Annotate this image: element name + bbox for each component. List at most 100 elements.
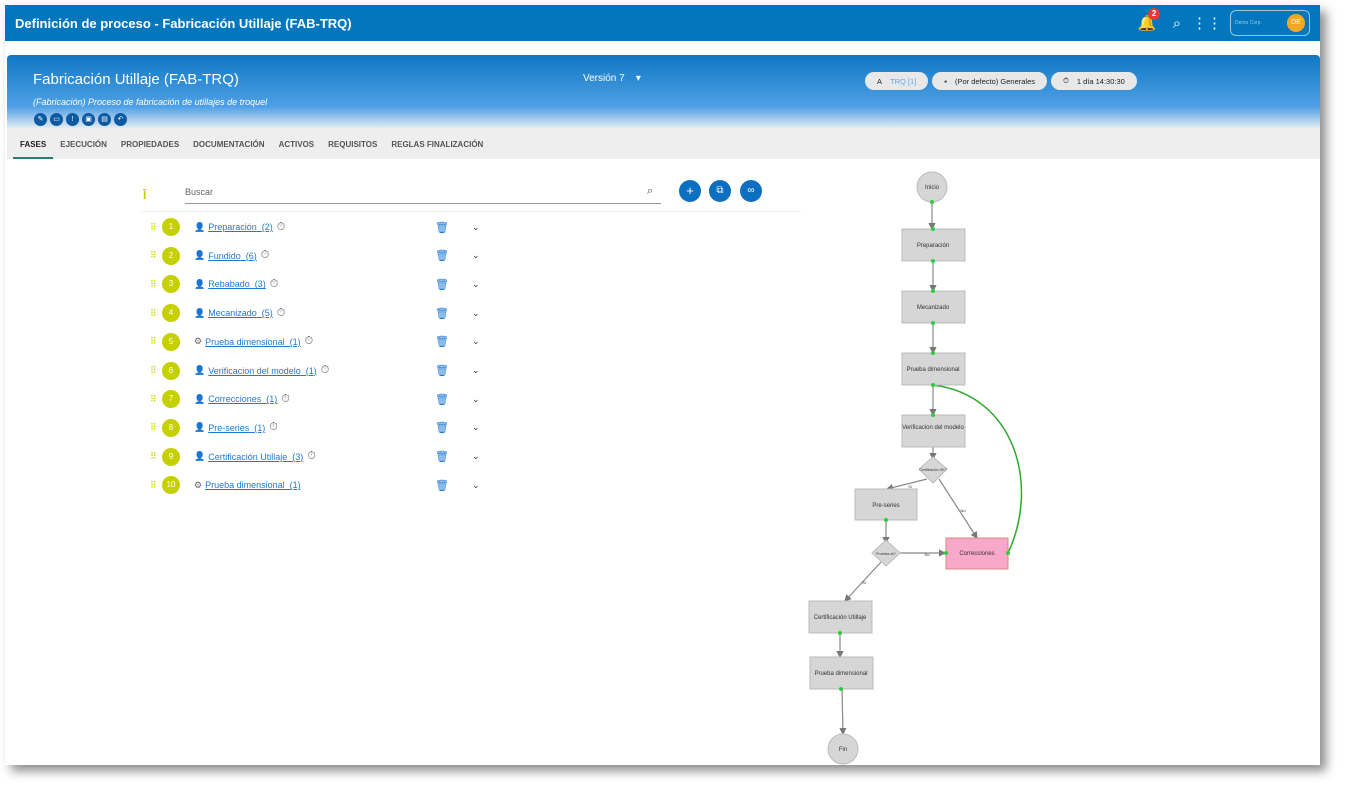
- tab-documentacion[interactable]: DOCUMENTACIÓN: [193, 140, 265, 149]
- phase-link[interactable]: Certificación Utillaje (3): [208, 452, 303, 462]
- flow-node[interactable]: [808, 600, 873, 634]
- drag-handle-icon[interactable]: ⠿: [150, 336, 157, 347]
- phase-link[interactable]: Fundido (6): [208, 251, 257, 261]
- phase-link[interactable]: Mecanizado (5): [208, 308, 273, 318]
- delete-icon[interactable]: 🗑: [435, 336, 449, 349]
- drag-handle-icon[interactable]: ⠿: [150, 307, 157, 318]
- copy-button[interactable]: ⧉: [709, 180, 731, 202]
- chevron-down-icon[interactable]: ⌄: [472, 393, 480, 404]
- delete-icon[interactable]: 🗑: [435, 451, 449, 464]
- avatar[interactable]: DE: [1287, 14, 1305, 32]
- delete-icon[interactable]: 🗑: [435, 221, 449, 234]
- phase-row: ⠿ 7 👤 Correcciones (1) ⏱ 🗑 ⌄: [150, 387, 490, 411]
- chat-icon[interactable]: ▤: [98, 113, 111, 126]
- phase-link[interactable]: Prueba dimensional (1): [205, 480, 301, 490]
- duration-chip[interactable]: ⏱1 día 14:30:30: [1051, 72, 1137, 90]
- delete-icon[interactable]: 🗑: [435, 307, 449, 320]
- add-phase-button[interactable]: +: [679, 180, 701, 202]
- flow-node[interactable]: [809, 656, 874, 690]
- end-node[interactable]: [827, 733, 859, 765]
- drag-handle-icon[interactable]: ⠿: [150, 221, 157, 232]
- delete-icon[interactable]: 🗑: [435, 250, 449, 263]
- phase-name: Rebabado: [208, 279, 250, 290]
- category-chip[interactable]: ▪(Por defecto) Generales: [932, 72, 1047, 90]
- phase-link[interactable]: Prueba dimensional (1): [205, 337, 301, 347]
- version-select[interactable]: Versión 7 ▾: [583, 73, 641, 84]
- notifications-bell-icon[interactable]: 🔔2: [1132, 8, 1162, 32]
- chevron-down-icon[interactable]: ⌄: [472, 250, 480, 261]
- flow-node[interactable]: [901, 352, 966, 386]
- id-card-icon[interactable]: ▣: [82, 113, 95, 126]
- phase-number: 9: [162, 447, 180, 466]
- page-subtitle: (Fabricación) Proceso de fabricación de …: [33, 97, 268, 107]
- phase-link[interactable]: Correcciones (1): [208, 394, 277, 404]
- chip-a-label: A: [877, 76, 883, 86]
- flow-node[interactable]: [901, 228, 966, 262]
- search-icon[interactable]: ⌕: [647, 185, 654, 197]
- reply-icon[interactable]: ↶: [114, 113, 127, 126]
- end-label: Fin: [839, 747, 847, 753]
- stopwatch-icon: ⏱: [276, 306, 286, 319]
- search-icon[interactable]: ⌕: [1172, 14, 1182, 32]
- delete-icon[interactable]: 🗑: [435, 278, 449, 291]
- tab-fases[interactable]: FASES: [13, 129, 54, 159]
- phase-number: 1: [162, 218, 180, 236]
- start-node[interactable]: [916, 171, 948, 203]
- edit-icon[interactable]: ✎: [34, 113, 47, 126]
- person-icon: 👤: [194, 422, 206, 433]
- person-icon: 👤: [194, 278, 206, 289]
- drag-handle-icon[interactable]: ⠿: [150, 451, 157, 462]
- flow-node[interactable]: [901, 414, 966, 448]
- text-cursor-icon[interactable]: Ī: [143, 188, 147, 202]
- flow-edge: [885, 478, 928, 492]
- drag-handle-icon[interactable]: ⠿: [150, 278, 157, 289]
- apps-grid-icon[interactable]: ⋮⋮: [1192, 15, 1222, 32]
- delete-icon[interactable]: 🗑: [435, 365, 449, 377]
- decision-node[interactable]: [918, 456, 948, 484]
- decision-node[interactable]: [871, 539, 901, 567]
- drag-handle-icon[interactable]: ⠿: [150, 365, 157, 375]
- search-input[interactable]: Buscar: [185, 180, 661, 204]
- flow-node-label: Preparación: [917, 243, 949, 249]
- chevron-down-icon[interactable]: ⌄: [472, 278, 480, 289]
- phase-count: (1): [289, 336, 301, 347]
- tab-propiedades[interactable]: PROPIEDADES: [120, 140, 180, 149]
- edge-label: Si: [862, 580, 866, 585]
- tab-ejecucion[interactable]: EJECUCIÓN: [60, 140, 107, 149]
- chevron-down-icon[interactable]: ⌄: [472, 422, 480, 433]
- flow-node[interactable]: [901, 290, 966, 324]
- link-button[interactable]: ∞: [740, 180, 762, 202]
- phase-link[interactable]: Rebabado (3): [208, 279, 266, 289]
- chevron-down-icon[interactable]: ⌄: [472, 365, 480, 375]
- tab-requisitos[interactable]: REQUISITOS: [328, 140, 378, 149]
- drag-handle-icon[interactable]: ⠿: [150, 393, 157, 404]
- drag-handle-icon[interactable]: ⠿: [150, 422, 157, 433]
- chevron-down-icon[interactable]: ⌄: [472, 479, 480, 490]
- delete-icon[interactable]: 🗑: [435, 479, 449, 492]
- delete-icon[interactable]: 🗑: [435, 422, 449, 435]
- phase-link[interactable]: Preparación (2): [208, 222, 273, 232]
- tab-activos[interactable]: ACTIVOS: [278, 140, 315, 149]
- comment-icon[interactable]: !: [66, 113, 79, 126]
- stopwatch-icon: ⏱: [276, 220, 286, 233]
- phase-link[interactable]: Verificacion del modelo (1): [208, 366, 317, 376]
- drag-handle-icon[interactable]: ⠿: [150, 479, 157, 490]
- chevron-down-icon[interactable]: ⌄: [472, 221, 480, 232]
- monitor-icon[interactable]: ▭: [50, 113, 63, 126]
- flow-node[interactable]: [854, 488, 918, 521]
- phase-row: ⠿ 6 👤 Verificacion del modelo (1) ⏱ 🗑 ⌄: [150, 359, 490, 383]
- tab-reglas-finalizacion[interactable]: REGLAS FINALIZACIÓN: [391, 140, 484, 149]
- flow-node-label: Mecanizado: [917, 305, 950, 311]
- phase-row: ⠿ 9 👤 Certificación Utillaje (3) ⏱ 🗑 ⌄: [150, 445, 490, 469]
- phase-link[interactable]: Pre-series (1): [208, 423, 265, 433]
- chevron-down-icon[interactable]: ⌄: [472, 451, 480, 462]
- chevron-down-icon[interactable]: ⌄: [472, 307, 480, 318]
- drag-handle-icon[interactable]: ⠿: [150, 250, 157, 261]
- flow-node-corrections[interactable]: [945, 537, 1009, 570]
- chevron-down-icon[interactable]: ⌄: [472, 336, 480, 347]
- phase-count: (5): [261, 308, 273, 319]
- delete-icon[interactable]: 🗑: [435, 393, 449, 406]
- phase-row: ⠿ 5 ⚙ Prueba dimensional (1) ⏱ 🗑 ⌄: [150, 330, 490, 354]
